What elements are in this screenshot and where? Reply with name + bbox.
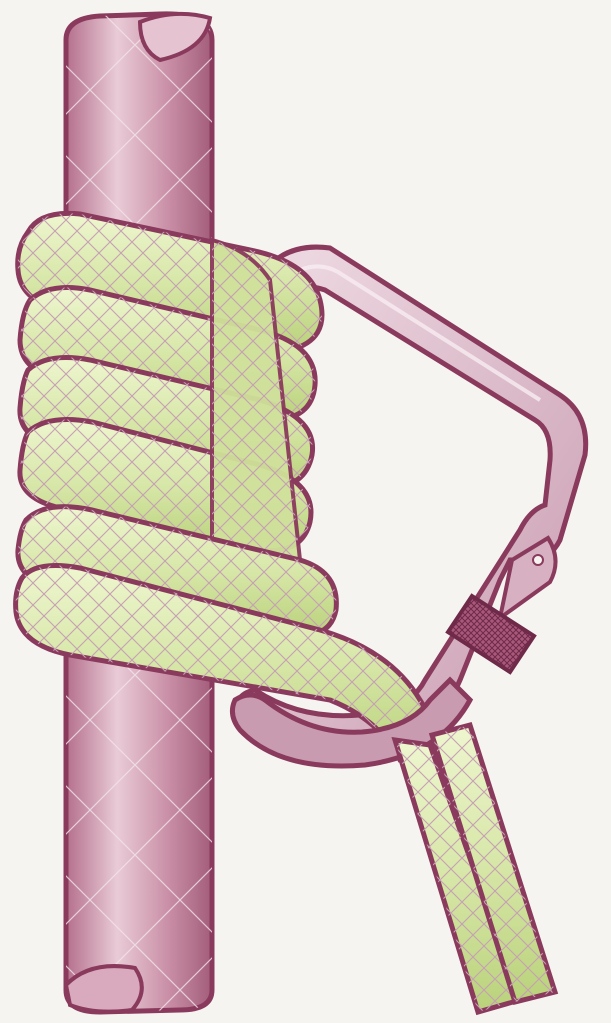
- rope-tails: [395, 725, 555, 1012]
